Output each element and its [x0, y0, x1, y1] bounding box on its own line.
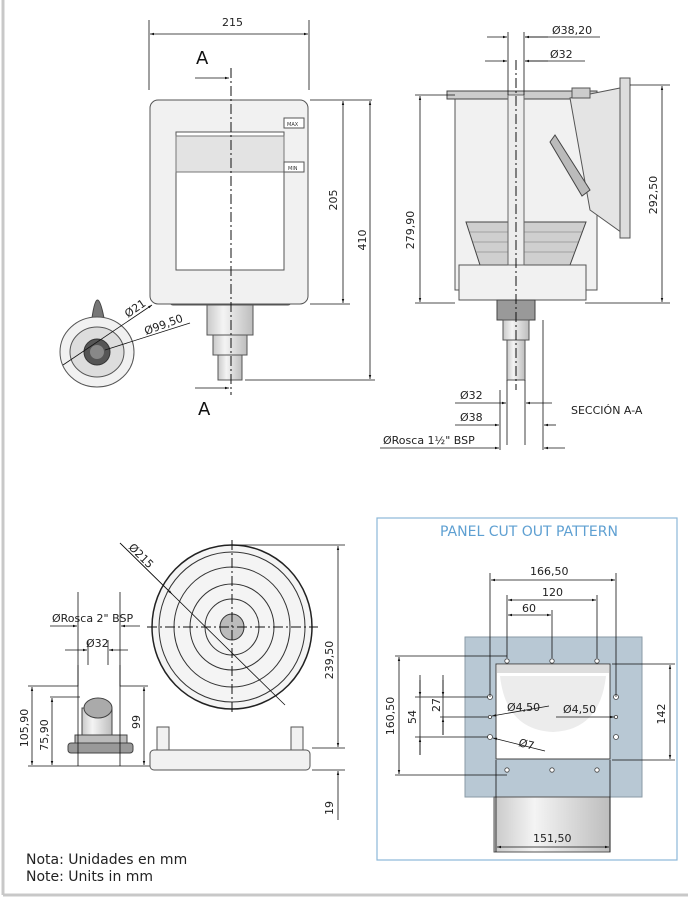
side-thread-dim: ØRosca 2" BSP	[52, 612, 133, 625]
section-marker-bottom: A	[198, 399, 211, 420]
hole-right-dim: Ø4,50	[563, 703, 596, 716]
lower-body	[493, 796, 611, 853]
frame-height-dim: 205	[327, 190, 340, 211]
height-105-90: 105,90	[18, 709, 31, 748]
top-inner-dim: Ø32	[550, 48, 573, 61]
section-view: Ø38,20 Ø32 279,90 292,50 Ø32 Ø38 ØRosca …	[380, 24, 670, 450]
side-view: ØRosca 2" BSP Ø32 105,90 75,90 99	[18, 592, 150, 767]
width-166-50: 166,50	[530, 565, 569, 578]
weir-flap	[549, 134, 591, 197]
note-english: Note: Units in mm	[26, 869, 153, 885]
bottom-inner-dim: Ø32	[460, 389, 483, 402]
hole-left-dim: Ø4,50	[507, 701, 540, 714]
panel-cutout: PANEL CUT OUT PATTERN 166,50 120 60 151,…	[376, 517, 678, 861]
bottom-outer-dim: Ø38	[460, 411, 483, 424]
overall-height-dim: 292,50	[647, 176, 660, 215]
width-120: 120	[542, 586, 563, 599]
height-160-50: 160,50	[384, 697, 397, 736]
width-dim: 215	[222, 16, 243, 29]
weir-fin	[91, 299, 105, 319]
neck	[206, 304, 254, 336]
section-marker-top: A	[196, 48, 209, 69]
inner-diameter-dim: Ø21	[122, 297, 148, 321]
note-spanish: Nota: Unidades en mm	[26, 852, 187, 868]
level-min-label: MIN	[288, 166, 298, 172]
top-view: Ø21 Ø99,50	[59, 297, 191, 388]
total-height-dim: 410	[356, 230, 369, 251]
rear-base-dim: 19	[323, 801, 336, 815]
side-pipe-dim: Ø32	[86, 637, 109, 650]
mounting-holes	[487, 658, 619, 773]
rear-height-dim: 239,50	[323, 641, 336, 680]
hole-large-dim: Ø7	[517, 736, 535, 752]
front-view: MAX MIN A A 215 205 410	[148, 16, 375, 420]
body-height-dim: 279,90	[404, 211, 417, 250]
base-plate	[149, 749, 311, 771]
height-75-90: 75,90	[38, 719, 51, 751]
height-27: 27	[430, 698, 443, 712]
level-max-label: MAX	[287, 122, 299, 128]
basket	[465, 221, 587, 266]
height-142: 142	[655, 704, 668, 725]
height-99: 99	[130, 715, 143, 729]
width-60: 60	[522, 602, 536, 615]
rear-view: Ø215 239,50 19	[119, 540, 345, 820]
outer-diameter-dim: Ø99,50	[143, 312, 185, 338]
top-outer-dim: Ø38,20	[552, 24, 592, 37]
width-151-50: 151,50	[533, 832, 572, 845]
height-54: 54	[406, 710, 419, 724]
panel-title: PANEL CUT OUT PATTERN	[440, 524, 618, 540]
rear-diameter-dim: Ø215	[126, 541, 156, 571]
thread-dim: ØRosca 1½" BSP	[383, 434, 475, 447]
section-title: SECCIÓN A-A	[571, 404, 643, 417]
outlet-pipe	[217, 354, 243, 381]
